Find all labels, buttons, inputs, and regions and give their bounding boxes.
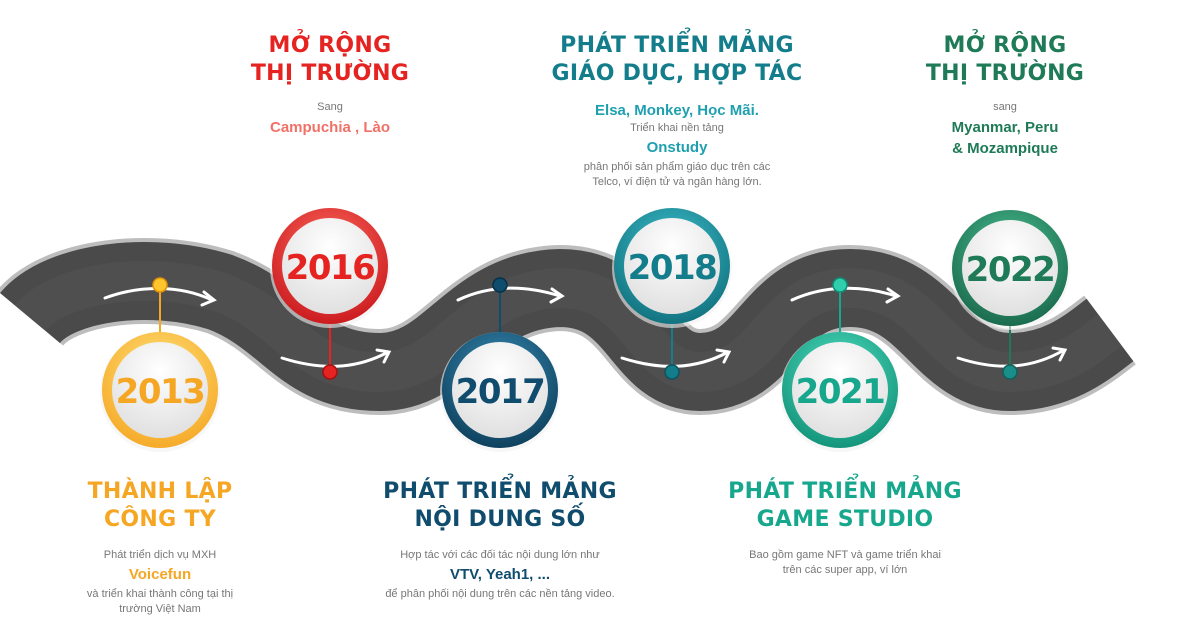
road-dot-2022 (1002, 364, 1018, 380)
milestone-2013-highlight: Voicefun (128, 566, 192, 583)
milestone-2022-highlight: Myanmar, Peru (951, 119, 1059, 136)
milestone-2018-title: PHÁT TRIỂN MẢNG GIÁO DỤC, HỢP TÁC (551, 33, 803, 86)
milestone-2017-title: PHÁT TRIỂN MẢNG NỘI DUNG SỐ (383, 479, 617, 532)
milestone-2013-title: THÀNH LẬP CÔNG TY (87, 479, 233, 532)
milestone-2018-desc2: phân phối sản phẩm giáo dục trên các (583, 161, 771, 173)
milestone-2022: 2022 (950, 210, 1070, 380)
winding-road (0, 237, 1137, 416)
milestone-2017-desc2: để phân phối nội dung trên các nền tảng … (385, 588, 615, 600)
road-arrow-icon (456, 286, 562, 302)
road-dot-2013 (152, 277, 168, 293)
milestone-2022-title: MỞ RỘNG THỊ TRƯỜNG (925, 33, 1085, 86)
milestone-2018-highlight: Elsa, Monkey, Học Mãi. (595, 102, 759, 119)
milestone-2021-title: PHÁT TRIỂN MẢNG GAME STUDIO (728, 479, 962, 532)
road-dot-2021 (832, 277, 848, 293)
milestone-2016-text: MỞ RỘNG THỊ TRƯỜNG Sang Campuchia , Lào (210, 32, 450, 138)
milestone-2016: 2016 (270, 208, 390, 380)
milestone-2016-highlight: Campuchia , Lào (269, 119, 391, 136)
year-label-2018: 2018 (628, 248, 717, 288)
year-label-2021: 2021 (796, 372, 885, 412)
milestone-2017-highlight: VTV, Yeah1, ... (449, 566, 551, 583)
year-label-2017: 2017 (456, 372, 545, 412)
milestone-2018: 2018 (612, 208, 732, 380)
milestone-2021-desc2: trên các super app, ví lớn (782, 564, 908, 576)
milestone-2021-text: PHÁT TRIỂN MẢNG GAME STUDIO Bao gồm game… (695, 478, 995, 578)
milestone-2022-text: MỞ RỘNG THỊ TRƯỜNG sang Myanmar, Peru & … (885, 32, 1125, 159)
milestone-2018-highlight2: Onstudy (646, 139, 708, 156)
milestone-2013-desc3: trường Việt Nam (119, 603, 201, 615)
milestone-2013: 2013 (100, 277, 220, 452)
year-label-2016: 2016 (286, 248, 375, 288)
milestone-2017-desc: Hợp tác với các đối tác nội dung lớn như (400, 549, 600, 561)
milestone-2013-desc2: và triển khai thành công tại thị (86, 588, 234, 600)
road-arrow-icon (280, 350, 390, 368)
milestone-2022-desc: sang (993, 101, 1017, 113)
milestone-2021-desc: Bao gồm game NFT và game triển khai (749, 549, 941, 561)
milestone-2013-text: THÀNH LẬP CÔNG TY Phát triển dịch vụ MXH… (40, 478, 280, 617)
milestone-2018-desc3: Telco, ví điện tử và ngân hàng lớn. (592, 176, 762, 188)
year-label-2022: 2022 (966, 250, 1055, 290)
year-label-2013: 2013 (116, 372, 205, 412)
milestone-2017-text: PHÁT TRIỂN MẢNG NỘI DUNG SỐ Hợp tác với … (350, 478, 650, 602)
milestone-2013-desc: Phát triển dịch vụ MXH (103, 549, 217, 561)
road-dot-2018 (664, 364, 680, 380)
milestone-2022-highlight2: & Mozampique (952, 140, 1058, 157)
milestone-2016-title: MỞ RỘNG THỊ TRƯỜNG (250, 33, 410, 86)
road-dot-2016 (322, 364, 338, 380)
road-dot-2017 (492, 277, 508, 293)
milestone-2018-desc: Triển khai nền tảng (630, 122, 724, 134)
milestone-2018-text: PHÁT TRIỂN MẢNG GIÁO DỤC, HỢP TÁC Elsa, … (527, 32, 827, 190)
milestone-2016-desc: Sang (317, 101, 343, 113)
milestone-2017: 2017 (440, 277, 560, 452)
milestone-2021: 2021 (780, 277, 900, 452)
